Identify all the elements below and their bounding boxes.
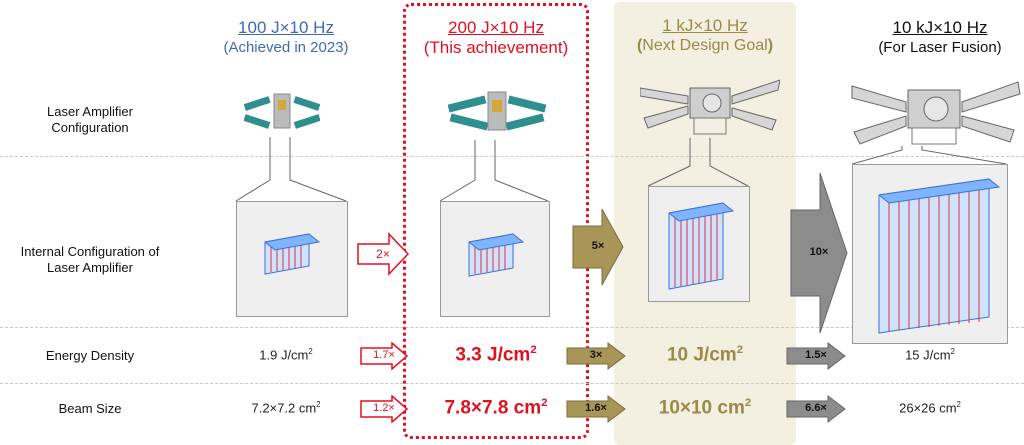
row-label-text: Laser Amplifier (47, 104, 133, 119)
arrow-label: 1.7× (373, 349, 395, 361)
subtitle-text: (This achievement) (423, 38, 569, 57)
value-text: 26×26 cm (899, 400, 957, 416)
arrow-label: 6.6× (805, 402, 827, 414)
title-text: 10 kJ×10 Hz (892, 18, 988, 37)
column-title-200j: 200 J×10 Hz (This achievement) (405, 18, 587, 58)
slab-stack-illustration (878, 178, 1001, 334)
value-text: 7.8×7.8 cm (444, 397, 542, 419)
value-text: 15 J/cm (905, 347, 951, 363)
superscript: 2 (308, 347, 313, 356)
title-text: 100 J×10 Hz (238, 18, 334, 37)
scale-arrow-energy-2: 3× (566, 342, 626, 370)
paren-open: ( (636, 37, 643, 54)
scale-arrow-beam-3: 6.6× (786, 395, 846, 423)
scale-arrow-config-3: 10× (790, 172, 848, 334)
subtitle-text: (Next Design Goal) (614, 36, 796, 56)
arrow-shape (790, 172, 848, 334)
scale-arrow-beam-1: 1.2× (360, 395, 408, 423)
slab-stack-illustration (264, 233, 321, 275)
paren-close: ) (767, 37, 774, 54)
slab-stack-illustration (668, 202, 735, 290)
arrow-label: 1.2× (373, 402, 395, 414)
value-text: 7.2×7.2 cm (251, 400, 317, 416)
arrow-shape (360, 395, 408, 423)
arrow-shape (572, 208, 624, 286)
beam-size-1kj: 10×10 cm2 (614, 397, 796, 419)
subtitle-text: (For Laser Fusion) (878, 39, 1002, 56)
arrow-label: 3× (589, 349, 603, 361)
energy-density-10kj: 15 J/cm2 (840, 347, 1020, 362)
row-divider (0, 156, 1024, 157)
internal-config-box-100j (236, 201, 348, 317)
value-text: 1.9 J/cm (259, 347, 309, 363)
amplifier-illustration-10kj (851, 81, 1021, 145)
subtitle-text: (Achieved in 2023) (223, 39, 349, 56)
amplifier-illustration-100j (244, 93, 320, 129)
row-divider (0, 383, 1024, 384)
row-label-text: Configuration (51, 120, 129, 135)
amplifier-illustration-200j (448, 91, 546, 131)
arrow-shape (566, 342, 626, 370)
row-label-beam-size: Beam Size (58, 401, 122, 416)
scale-arrow-energy-3: 1.5× (786, 342, 846, 370)
superscript: 2 (956, 400, 961, 409)
internal-config-box-1kj (648, 186, 750, 302)
arrow-label: 1.6× (585, 402, 607, 414)
subtitle-inner: Next Design Goal (642, 37, 768, 54)
energy-density-100j: 1.9 J/cm2 (196, 347, 376, 362)
superscript: 2 (736, 344, 744, 356)
internal-config-box-10kj (852, 164, 1008, 344)
column-title-10kj: 10 kJ×10 Hz (For Laser Fusion) (850, 18, 1024, 58)
value-text: 10×10 cm (658, 397, 745, 419)
value-text: 10 J/cm (666, 344, 737, 366)
column-title-100j: 100 J×10 Hz (Achieved in 2023) (196, 18, 376, 58)
row-label-text: Laser Amplifier (47, 260, 133, 275)
beam-size-200j: 7.8×7.8 cm2 (405, 397, 587, 419)
title-text: 200 J×10 Hz (448, 18, 544, 37)
column-title-1kj: 1 kJ×10 Hz (Next Design Goal) (614, 16, 796, 56)
arrow-label: 2× (376, 247, 390, 261)
value-text: 3.3 J/cm (455, 344, 531, 366)
slab-stack-illustration (468, 233, 525, 277)
energy-density-1kj: 10 J/cm2 (614, 344, 796, 366)
beam-size-100j: 7.2×7.2 cm2 (196, 400, 376, 415)
amplifier-illustration-1kj (640, 79, 780, 135)
arrow-label: 1.5× (805, 349, 827, 361)
title-text: 1 kJ×10 Hz (662, 16, 748, 35)
arrow-shape (566, 395, 626, 423)
row-label-energy-density: Energy Density (45, 348, 135, 363)
row-divider (0, 327, 1024, 328)
arrow-label: 5× (591, 240, 605, 252)
this-achievement-highlight (403, 3, 589, 439)
row-label-internal-config: Internal Configuration of Laser Amplifie… (0, 244, 180, 276)
superscript: 2 (530, 344, 537, 356)
scale-arrow-config-1: 2× (357, 232, 409, 276)
row-label-amp-config: Laser Amplifier Configuration (0, 104, 180, 136)
arrow-shape (786, 395, 846, 423)
superscript: 2 (541, 397, 548, 409)
superscript: 2 (950, 347, 955, 356)
superscript: 2 (744, 397, 752, 409)
arrow-shape (357, 232, 409, 276)
arrow-label: 10× (809, 246, 829, 258)
scale-arrow-beam-2: 1.6× (566, 395, 626, 423)
arrow-shape (360, 342, 408, 370)
scale-arrow-energy-1: 1.7× (360, 342, 408, 370)
arrow-shape (786, 342, 846, 370)
scale-arrow-config-2: 5× (572, 208, 624, 286)
row-label-text: Internal Configuration of (20, 244, 160, 259)
superscript: 2 (316, 400, 321, 409)
energy-density-200j: 3.3 J/cm2 (405, 344, 587, 366)
internal-config-box-200j (440, 201, 550, 317)
beam-size-10kj: 26×26 cm2 (840, 400, 1020, 415)
